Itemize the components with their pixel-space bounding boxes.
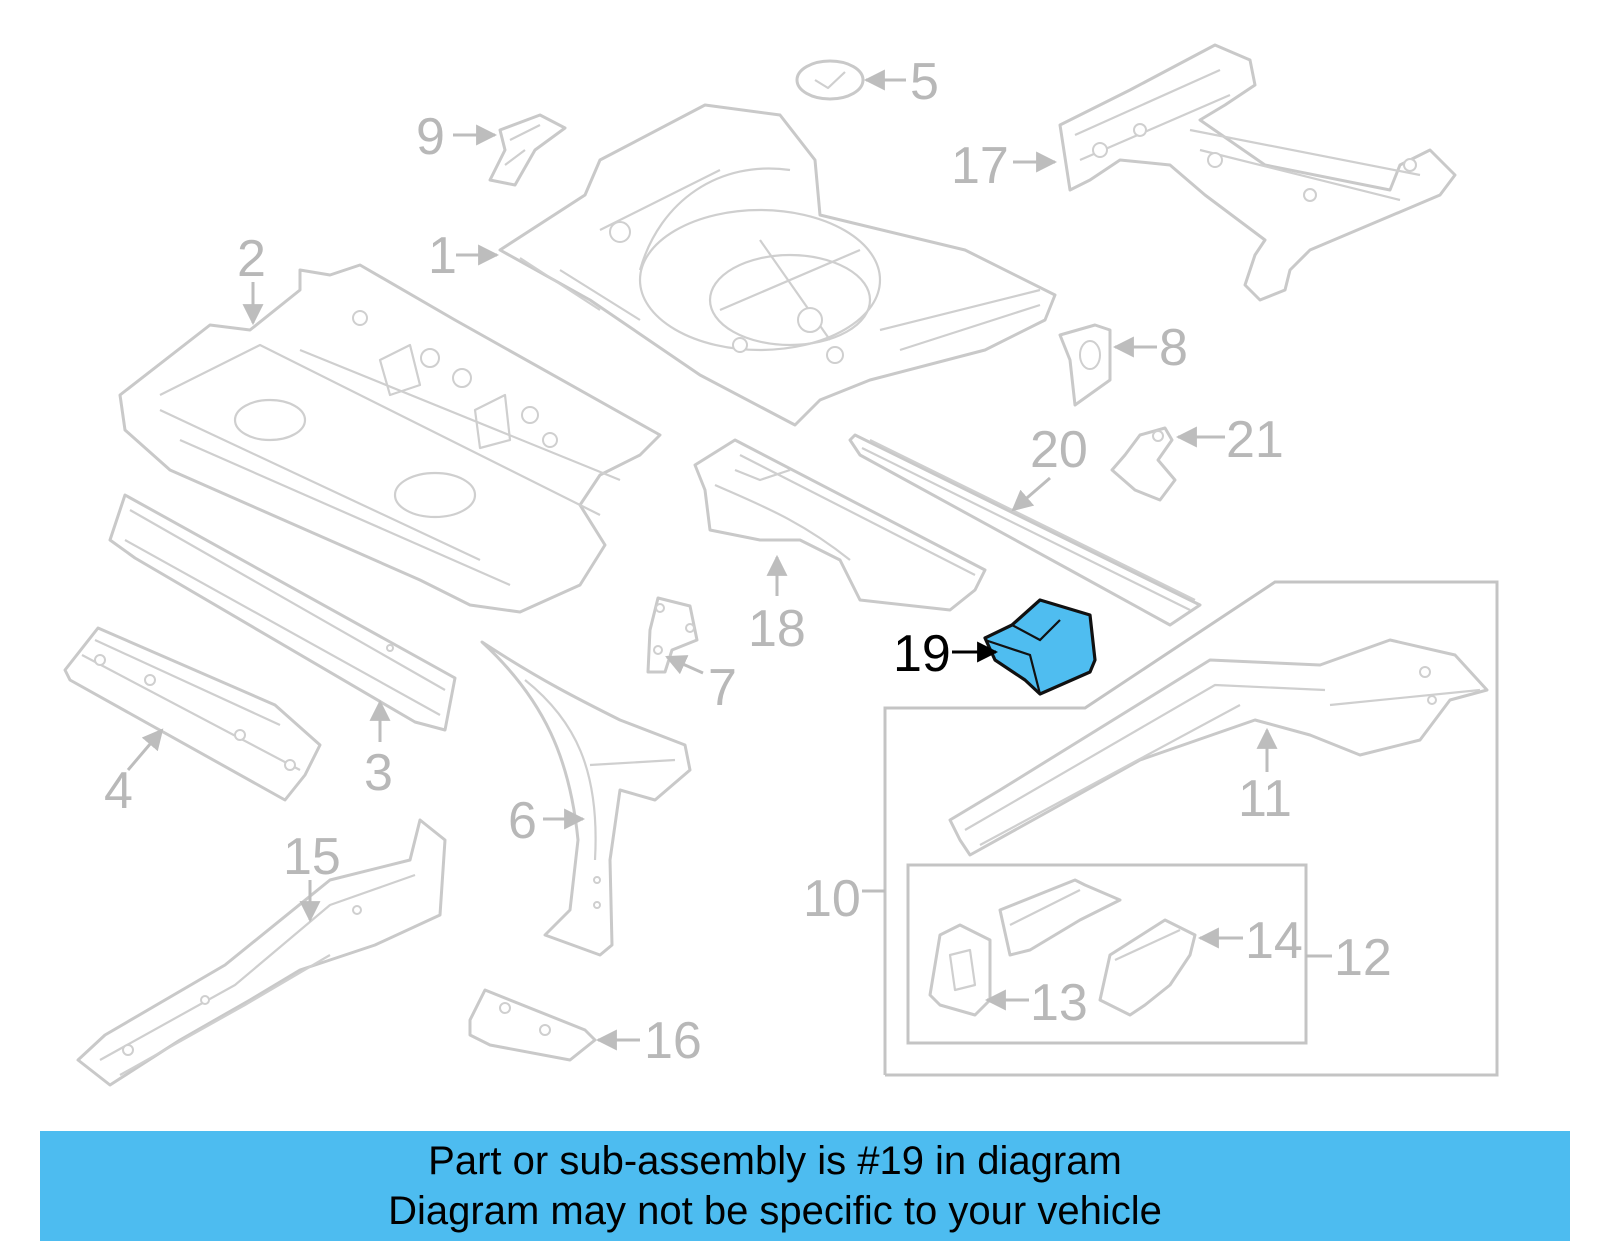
callout-11: 11 xyxy=(1238,770,1292,828)
part-6-pillar xyxy=(480,640,692,957)
part-20-sill xyxy=(848,433,1202,627)
callout-21: 21 xyxy=(1226,411,1284,469)
callout-18: 18 xyxy=(748,600,806,658)
part-14-rail xyxy=(1098,918,1197,1017)
part-12-bracket xyxy=(998,878,1122,957)
part-18-wheelhouse xyxy=(693,438,987,612)
callout-1: 1 xyxy=(428,227,457,285)
part-16-bracket xyxy=(468,988,597,1062)
callout-12: 12 xyxy=(1334,929,1392,987)
part-4-rail xyxy=(63,626,322,802)
part-19-highlighted xyxy=(983,598,1097,696)
callout-17: 17 xyxy=(951,137,1009,195)
callout-labels: 1 2 3 4 5 6 7 8 9 10 11 12 13 14 15 16 1… xyxy=(104,53,1392,1070)
part-2-front-floor-pan xyxy=(118,263,662,614)
callout-20: 20 xyxy=(1030,421,1088,479)
callout-14: 14 xyxy=(1245,912,1303,970)
callout-9: 9 xyxy=(416,108,445,166)
callout-5: 5 xyxy=(910,53,939,111)
part-15-side-rail xyxy=(76,818,447,1087)
part-1-rear-floor-pan xyxy=(498,103,1057,427)
banner-line-2: Diagram may not be specific to your vehi… xyxy=(388,1189,1162,1233)
info-banner: Part or sub-assembly is #19 in diagram D… xyxy=(40,1131,1570,1241)
part-17-crossmember xyxy=(1058,43,1457,302)
part-3-rail xyxy=(108,493,457,732)
part-8-gusset xyxy=(1058,323,1112,407)
callout-10: 10 xyxy=(803,870,861,928)
part-11-frame-rail xyxy=(948,638,1489,857)
callout-4: 4 xyxy=(104,762,133,820)
callout-13: 13 xyxy=(1030,974,1088,1032)
part-9-bracket xyxy=(488,113,567,187)
part-13-plate xyxy=(928,923,992,1017)
group-box-10 xyxy=(883,580,1499,1077)
callout-3: 3 xyxy=(364,744,393,802)
group-box-12 xyxy=(906,863,1308,1045)
banner-line-1: Part or sub-assembly is #19 in diagram xyxy=(428,1139,1122,1183)
callout-16: 16 xyxy=(644,1012,702,1070)
callout-19: 19 xyxy=(893,625,951,683)
part-21-mount xyxy=(1110,426,1177,502)
callout-8: 8 xyxy=(1159,319,1188,377)
callout-2: 2 xyxy=(237,230,266,288)
leader-lines xyxy=(126,69,1332,1051)
callout-7: 7 xyxy=(708,659,737,717)
callout-6: 6 xyxy=(508,792,537,850)
part-5-plug xyxy=(795,59,865,101)
callout-15: 15 xyxy=(283,828,341,886)
